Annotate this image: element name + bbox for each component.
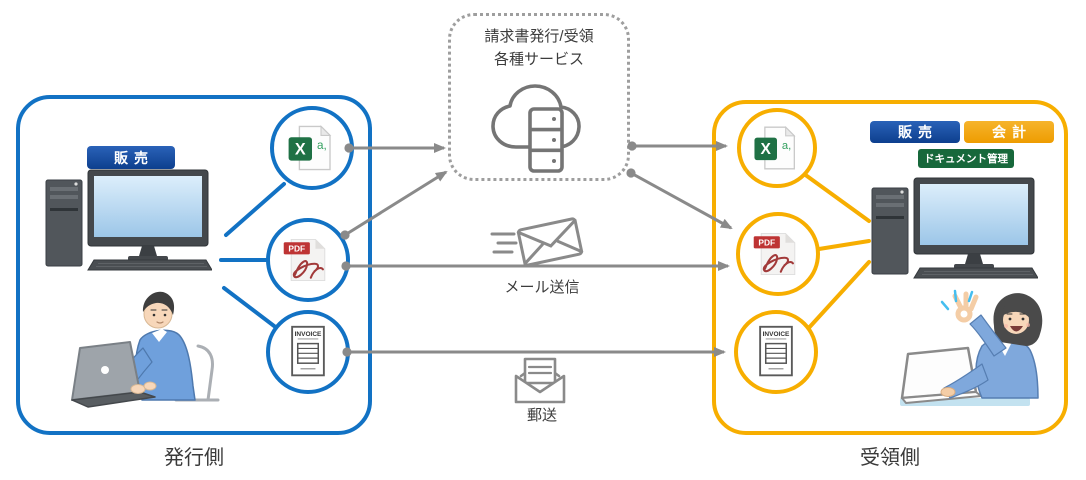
receiver-desktop-computer bbox=[866, 176, 1038, 280]
issuer-person-illustration bbox=[71, 291, 220, 408]
postal-mail-icon bbox=[514, 357, 566, 404]
postal-label: 郵送 bbox=[526, 407, 557, 424]
receiver-document-management-badge: ドキュメント管理 bbox=[918, 149, 1014, 168]
cloud-title-line2: 各種サービス bbox=[493, 50, 584, 68]
cloud-server-icon bbox=[491, 84, 581, 173]
email-label: メール送信 bbox=[504, 279, 580, 296]
receiver-person-illustration bbox=[900, 289, 1043, 406]
receiver-sales-badge: 販売 bbox=[870, 121, 960, 143]
cloud-title-line1: 請求書発行/受領 bbox=[484, 28, 594, 45]
pdf-doc-circle-receiver bbox=[736, 212, 820, 296]
invoice-doc-circle-receiver bbox=[734, 310, 818, 394]
email-send-icon bbox=[490, 217, 584, 267]
issuer-sales-badge: 販売 bbox=[87, 146, 175, 169]
excel-doc-circle-issuer bbox=[270, 106, 354, 190]
pdf-file-icon bbox=[280, 232, 336, 288]
invoice-paper-icon bbox=[748, 324, 804, 380]
pdf-doc-circle-issuer bbox=[266, 218, 350, 302]
receiver-side-label: 受領側 bbox=[860, 447, 920, 469]
pdf-file-icon bbox=[750, 226, 806, 282]
excel-doc-circle-receiver bbox=[737, 108, 817, 188]
issuer-desktop-computer bbox=[40, 168, 212, 272]
excel-file-icon bbox=[751, 122, 803, 174]
receiver-accounting-badge: 会計 bbox=[964, 121, 1054, 143]
issuer-side-label: 発行側 bbox=[164, 447, 224, 469]
invoice-doc-circle-issuer bbox=[266, 310, 350, 394]
invoice-paper-icon bbox=[280, 324, 336, 380]
excel-file-icon bbox=[285, 121, 339, 175]
